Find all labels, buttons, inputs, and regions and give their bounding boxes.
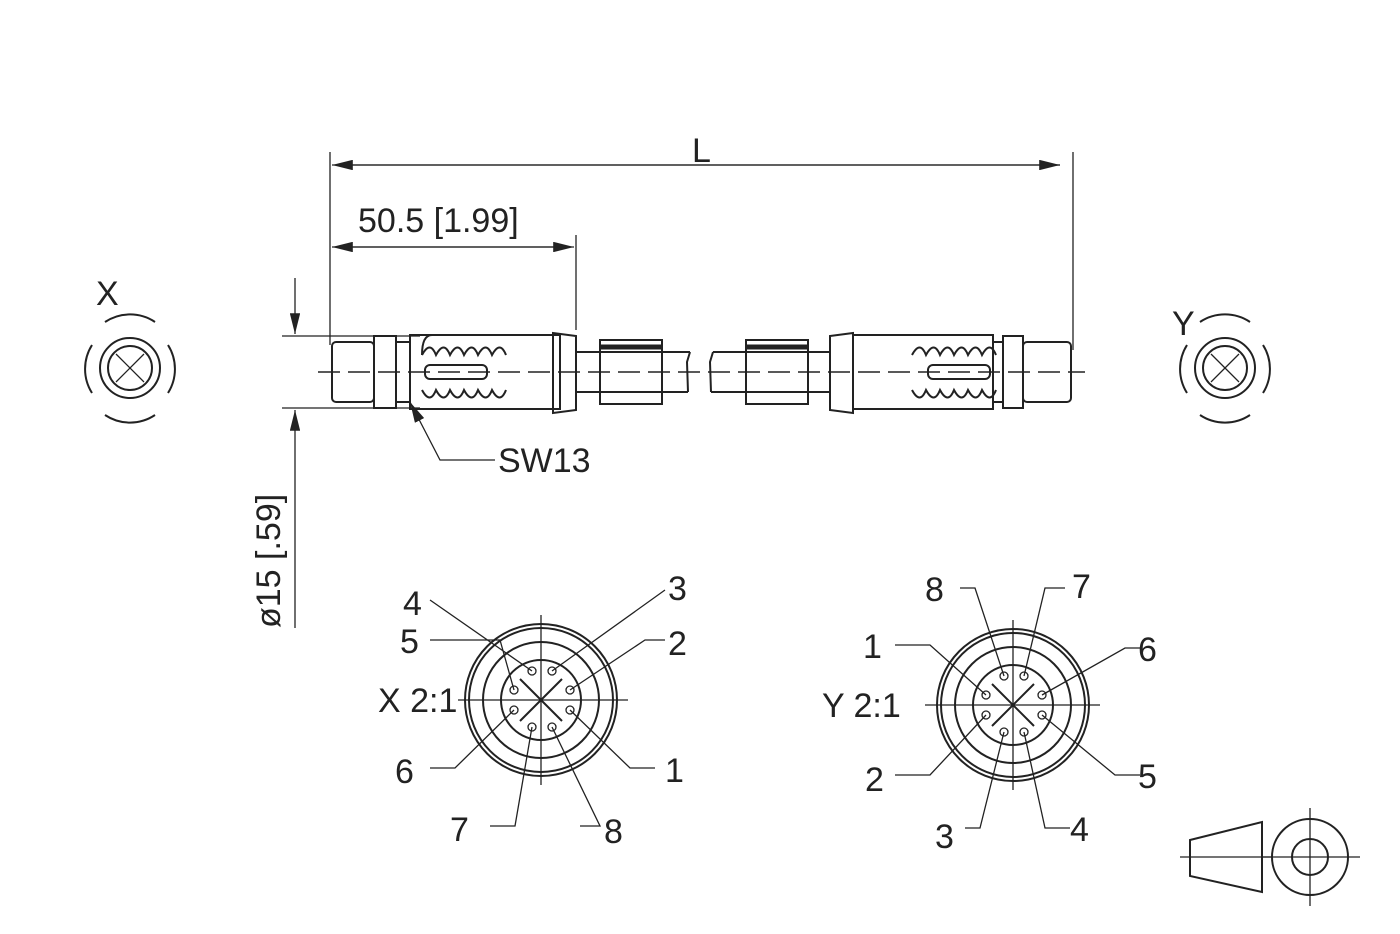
x-pin-6-label: 6 [395, 753, 414, 791]
x-pin-1-label: 1 [665, 752, 684, 790]
detail-view-x: X 2:1 1 2 3 4 5 6 7 8 [378, 570, 687, 851]
dimension-diameter: ø15 [.59] [250, 278, 420, 628]
cable-side-view [318, 331, 1085, 415]
overall-length-label: L [692, 132, 711, 170]
y-pin-2-label: 2 [865, 761, 884, 799]
y-pin-8-label: 8 [925, 571, 944, 609]
diameter-label: ø15 [.59] [250, 494, 288, 628]
x-pin-4-label: 4 [403, 585, 422, 623]
end-view-x-small: X [84, 275, 176, 424]
y-pin-4-label: 4 [1070, 811, 1089, 849]
detail-x-label: X 2:1 [378, 682, 457, 720]
detail-view-y: Y 2:1 1 2 3 4 5 6 7 8 [822, 568, 1157, 856]
wrench-size-callout: SW13 [409, 401, 591, 480]
y-pin-1-label: 1 [863, 628, 882, 666]
view-x-label: X [96, 275, 119, 313]
x-pin-8-label: 8 [604, 813, 623, 851]
y-pin-6-label: 6 [1138, 631, 1157, 669]
wrench-size-label: SW13 [498, 442, 591, 480]
y-pin-5-label: 5 [1138, 758, 1157, 796]
dimension-connector-length: 50.5 [1.99] [332, 202, 577, 330]
connector-length-label: 50.5 [1.99] [358, 202, 519, 240]
y-pin-7-label: 7 [1072, 568, 1091, 606]
projection-symbol-icon [1180, 808, 1360, 906]
x-pin-3-label: 3 [668, 570, 687, 608]
x-pin-2-label: 2 [668, 625, 687, 663]
y-pin-3-label: 3 [935, 818, 954, 856]
x-pin-7-label: 7 [450, 811, 469, 849]
dimension-overall-length: L [329, 132, 1074, 350]
x-pin-5-label: 5 [400, 623, 419, 661]
detail-y-label: Y 2:1 [822, 687, 901, 725]
end-view-y-small: Y [1172, 305, 1271, 424]
view-y-label: Y [1172, 305, 1195, 343]
